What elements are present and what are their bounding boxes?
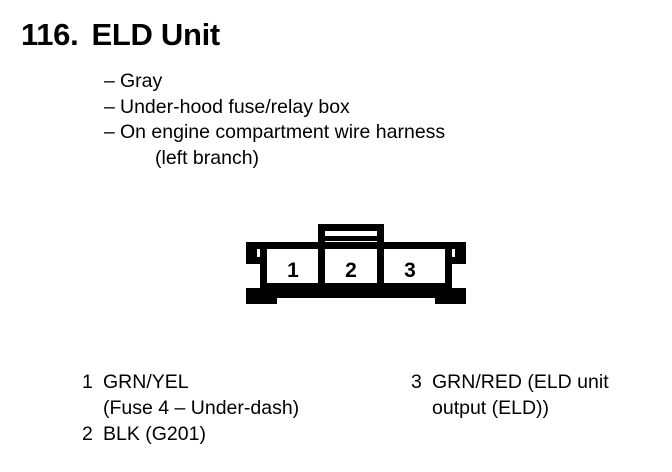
list-item-label: On engine compartment wire harness: [120, 121, 446, 143]
connector-diagram: 1 2 3: [246, 224, 466, 322]
dash-icon: –: [104, 95, 115, 118]
legend-pin-number: 2: [82, 423, 93, 445]
legend-pin-number: 3: [411, 371, 422, 393]
list-item-label: Gray: [120, 70, 163, 92]
cavity-label-2: 2: [345, 259, 357, 282]
description-list: –Gray –Under-hood fuse/relay box –On eng…: [104, 69, 445, 171]
cavity-label-3: 3: [404, 259, 416, 282]
cavity-label-1: 1: [287, 259, 299, 282]
section-number: 116.: [21, 17, 79, 52]
legend-continuation: (Fuse 4 – Under-dash): [103, 397, 300, 419]
legend-pin-number: 1: [82, 371, 93, 393]
legend-wire-label: GRN/RED (ELD unit: [432, 371, 609, 393]
legend-row: 2 BLK (G201): [82, 421, 299, 447]
cavity-dividers: [318, 249, 384, 285]
list-item: –Gray: [104, 69, 445, 95]
section-title: ELD Unit: [91, 17, 220, 52]
legend-wire-label: BLK (G201): [103, 423, 206, 445]
legend-row: 3 GRN/RED (ELD unit output (ELD)): [411, 369, 609, 421]
connector-body: [246, 242, 466, 304]
dash-icon: –: [104, 121, 115, 143]
legend-row: 1 GRN/YEL (Fuse 4 – Under-dash): [82, 369, 299, 421]
pin-legend-right: 3 GRN/RED (ELD unit output (ELD)): [411, 369, 609, 421]
list-item: –On engine compartment wire harness (lef…: [104, 120, 445, 171]
connector-drawing: 1 2 3: [246, 224, 466, 304]
list-item-label: Under-hood fuse/relay box: [120, 95, 350, 118]
dash-icon: –: [104, 70, 115, 92]
legend-continuation: output (ELD)): [432, 397, 550, 419]
pin-legend-left: 1 GRN/YEL (Fuse 4 – Under-dash) 2 BLK (G20…: [82, 369, 299, 447]
list-item-continuation: (left branch): [155, 146, 260, 169]
legend-wire-label: GRN/YEL: [103, 371, 189, 393]
list-item: –Under-hood fuse/relay box: [104, 95, 445, 121]
page-title: 116. ELD Unit: [21, 17, 220, 53]
